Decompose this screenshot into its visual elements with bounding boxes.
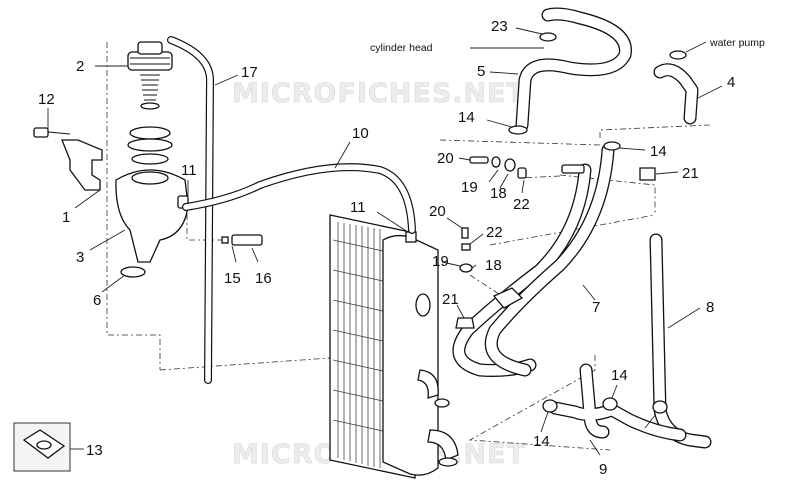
callout-3: 3 [76,249,84,266]
radiator-core-fins [332,222,384,468]
callout-5: 5 [477,63,485,80]
callout-7: 7 [592,299,600,316]
callout-23: 23 [491,18,508,35]
callout-14-right: 14 [650,143,667,160]
callout-18-lower: 18 [485,257,502,274]
callout-20-upper: 20 [437,150,454,167]
callout-14-lower-left: 14 [533,433,550,450]
expansion-tank-assembly [33,41,189,278]
callout-13: 13 [86,442,103,459]
cylinder-head-label: cylinder head [370,42,433,54]
callout-22-lower: 22 [486,224,503,241]
hose-5 [515,7,632,132]
watermark-top: MICROFICHES.NET [232,78,526,109]
hardware-small-parts [221,156,656,329]
callout-15: 15 [224,270,241,287]
hose-10 [182,163,416,234]
callout-9: 9 [599,461,607,478]
callout-4: 4 [727,74,735,91]
clip-13-inset [13,422,71,472]
water-pump-label: water pump [709,37,765,49]
callout-16: 16 [255,270,272,287]
hose-4 [653,63,699,125]
callout-8: 8 [706,299,714,316]
callout-22-upper: 22 [513,196,530,213]
callout-2: 2 [76,58,84,75]
hose-7 [452,143,615,377]
leader-lines [47,27,723,456]
callout-19-lower: 19 [432,253,449,270]
callout-20-lower: 20 [429,203,446,220]
callout-19-upper: 19 [461,179,478,196]
callout-12: 12 [38,91,55,108]
callout-18-upper: 18 [490,185,507,202]
hose-clamps [434,32,687,467]
callout-6: 6 [93,292,101,309]
callout-21-right: 21 [682,165,699,182]
callout-10: 10 [352,125,369,142]
callout-labels: 2 12 1 3 6 11 17 10 11 15 16 13 cylinder… [38,18,765,478]
callout-14-lower-right: 14 [611,367,628,384]
callout-17: 17 [241,64,258,81]
callout-21-lower: 21 [442,291,459,308]
hose-17 [167,36,214,384]
callout-14-upper: 14 [458,109,475,126]
radiator [329,214,459,479]
callout-1: 1 [62,209,70,226]
callout-11-tank: 11 [181,162,197,179]
callout-11-radiator: 11 [350,199,366,216]
